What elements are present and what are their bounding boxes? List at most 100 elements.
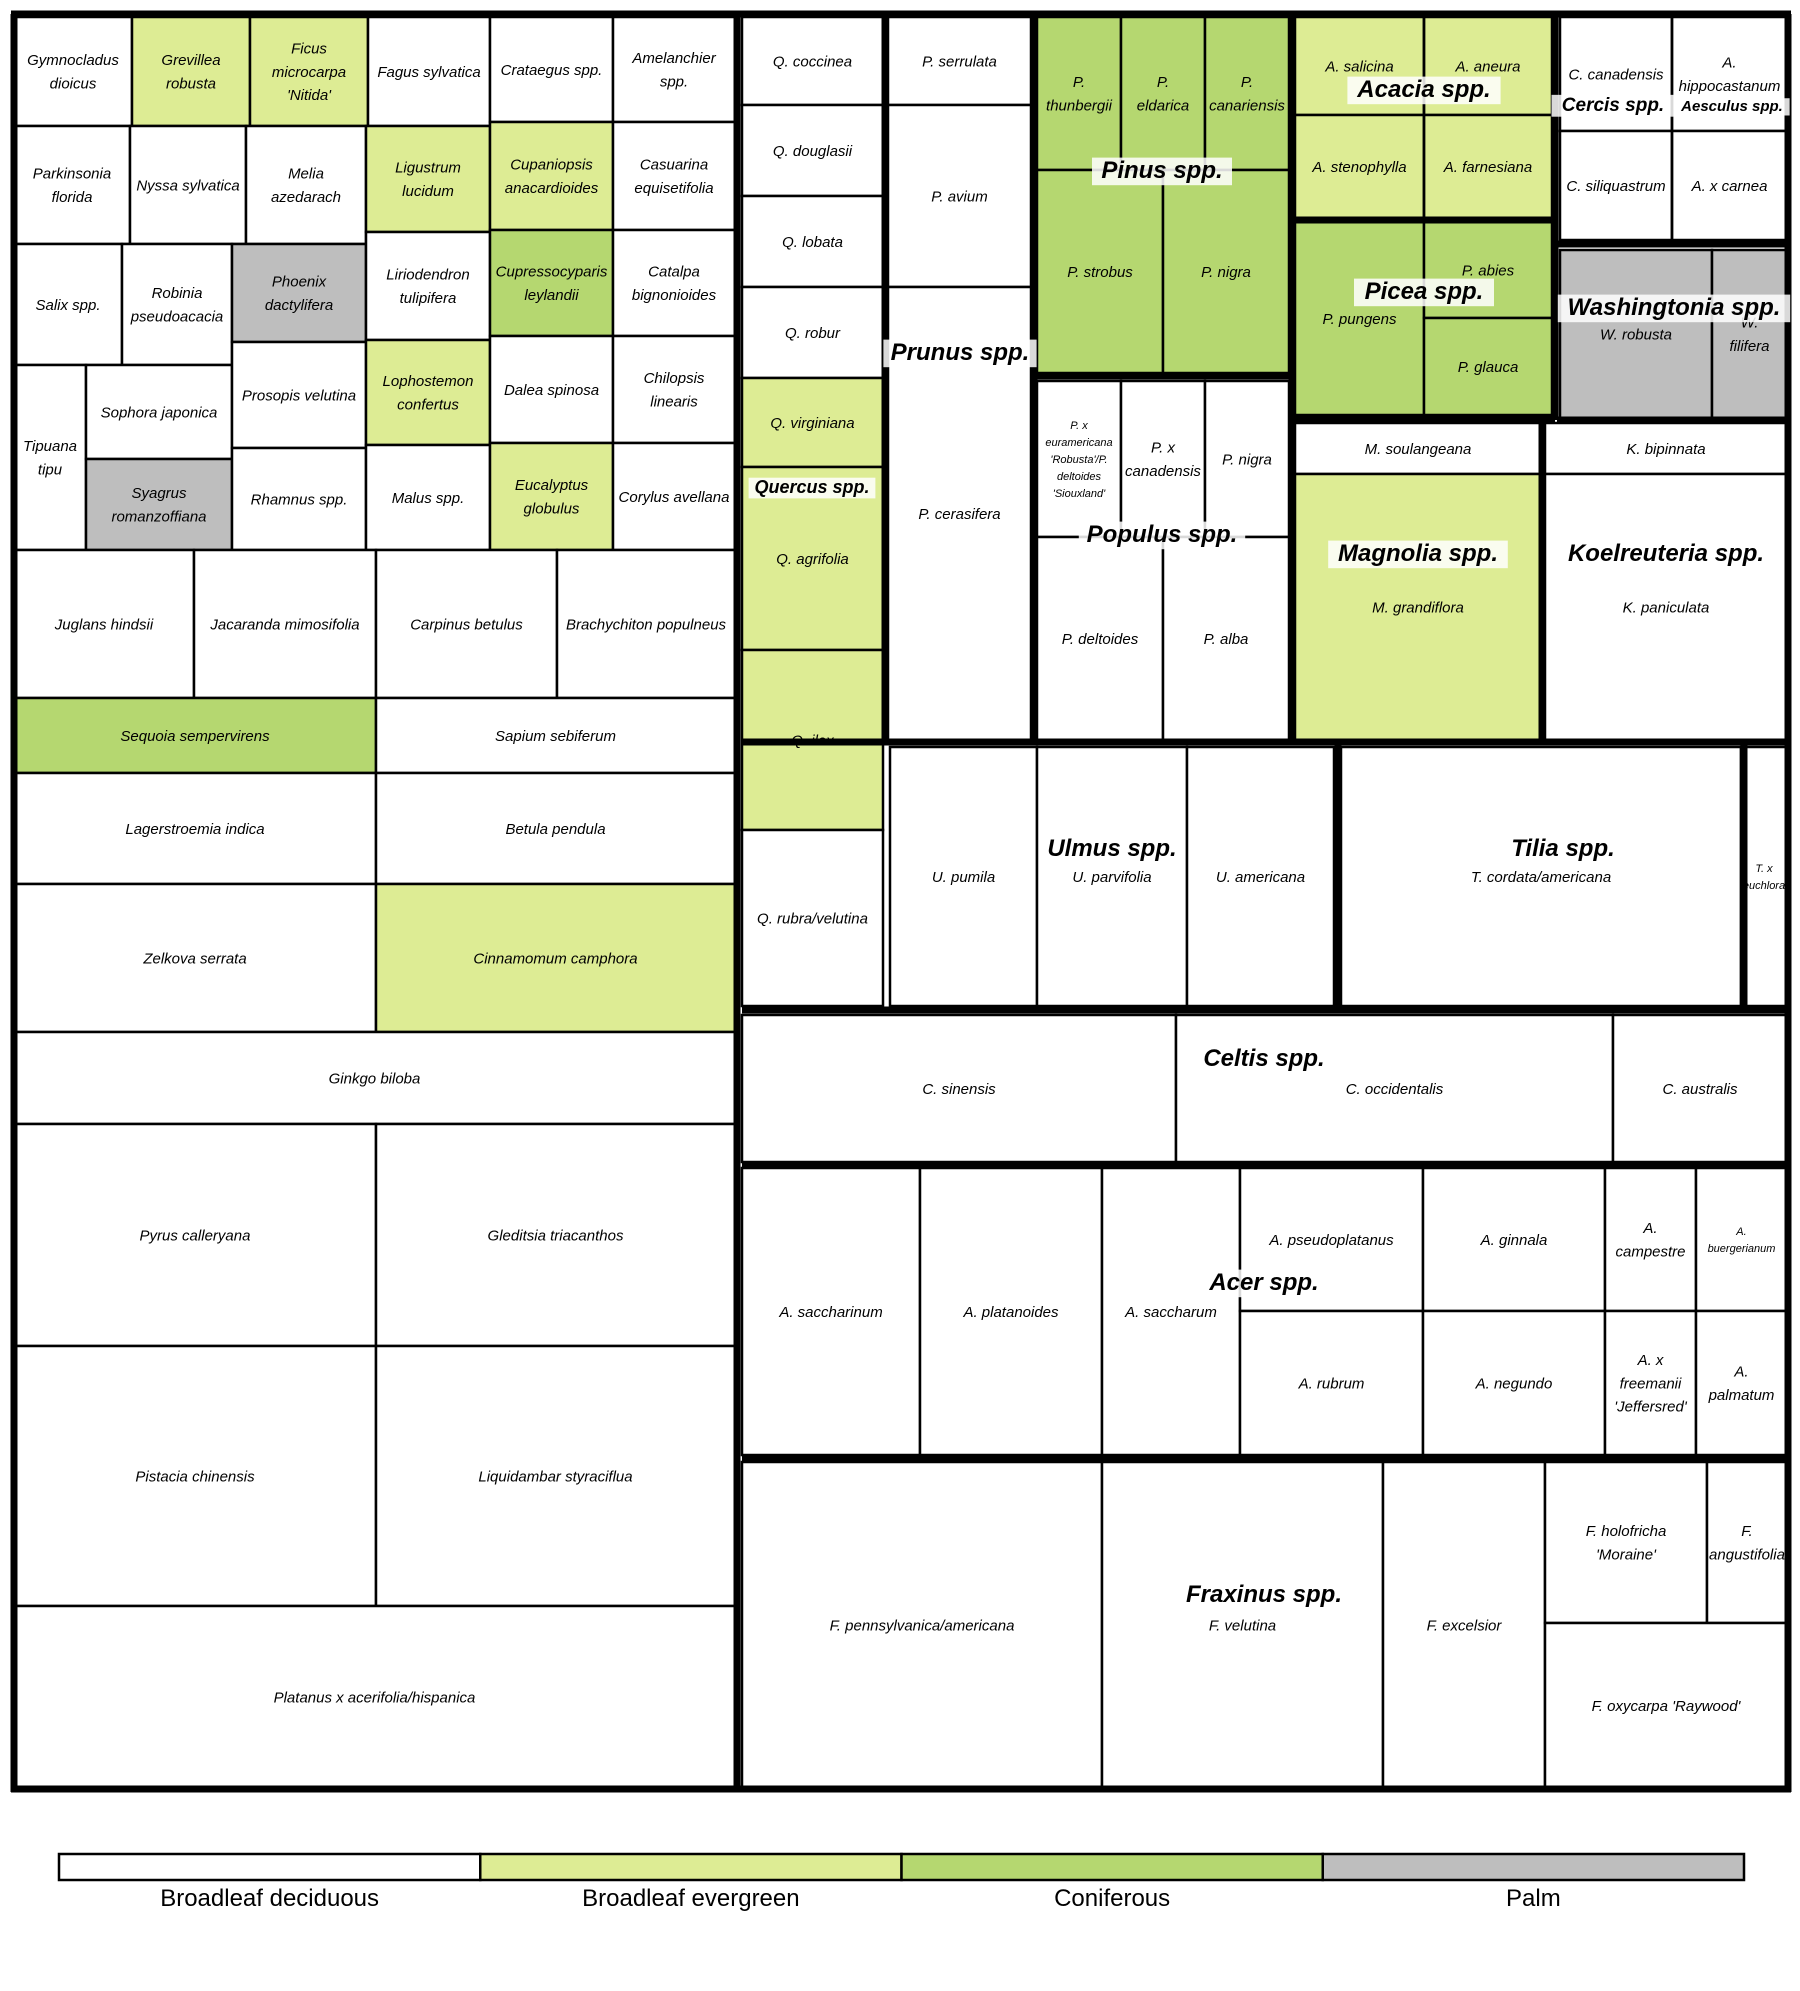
cell-fill bbox=[1421, 1309, 1607, 1457]
species-cell-malus-spp: Malus spp. bbox=[364, 443, 492, 552]
species-label: Q. virginiana bbox=[770, 415, 854, 432]
cell-fill bbox=[1035, 745, 1189, 1008]
genus-label-quercus-spp: Quercus spp. bbox=[748, 477, 876, 499]
genus-label-bg bbox=[1042, 835, 1182, 864]
cell-fill bbox=[12, 882, 378, 1034]
species-label: P.canariensis bbox=[1209, 74, 1285, 114]
genus-label-text: Cercis spp. bbox=[1562, 95, 1664, 116]
species-cell-u-americana: U. americana bbox=[1185, 745, 1336, 1008]
legend-item-palm: Palm bbox=[1321, 1852, 1746, 1912]
cell-fill bbox=[488, 441, 615, 552]
species-cell-a-saccharinum: A. saccharinum bbox=[740, 1166, 922, 1457]
cell-fill bbox=[364, 124, 492, 234]
legend-label: Broadleaf deciduous bbox=[160, 1885, 379, 1912]
cell-fill bbox=[374, 1122, 737, 1348]
genus-label-bg bbox=[1354, 278, 1494, 307]
species-label: F. holofricha'Moraine' bbox=[1586, 1523, 1667, 1563]
species-cell-c-occidentalis: C. occidentalis bbox=[1174, 1013, 1615, 1164]
species-label: Liquidambar styraciflua bbox=[478, 1468, 632, 1485]
species-label: Gleditsia triacanthos bbox=[488, 1227, 624, 1244]
cell-fill bbox=[1293, 113, 1426, 220]
species-label: C. occidentalis bbox=[1346, 1081, 1444, 1098]
cell-fill bbox=[1119, 15, 1207, 172]
genus-dividers bbox=[10, 10, 1792, 1793]
cell-fill bbox=[740, 1013, 1178, 1164]
legend-swatch bbox=[900, 1852, 1324, 1882]
cell-fill bbox=[740, 828, 885, 1008]
cell-fill bbox=[1119, 379, 1207, 539]
genus-label-acacia-spp: Acacia spp. bbox=[1347, 76, 1501, 105]
genus-label-picea-spp: Picea spp. bbox=[1354, 278, 1494, 307]
cell-fill bbox=[488, 228, 615, 338]
species-cell-a-palmatum: A.palmatum bbox=[1694, 1309, 1789, 1457]
cell-fill bbox=[740, 103, 885, 198]
species-cell-f-velutina: F. velutina bbox=[1100, 1460, 1385, 1790]
species-cell-a-x-carnea: A. x carnea bbox=[1670, 129, 1789, 242]
cell-fill bbox=[1422, 316, 1554, 417]
genus-label-bg bbox=[1557, 294, 1791, 323]
species-label: Fagus sylvatica bbox=[377, 64, 480, 81]
species-label: U. americana bbox=[1216, 869, 1305, 886]
genus-label-text: Populus spp. bbox=[1087, 521, 1238, 548]
cell-fill bbox=[244, 124, 368, 246]
genus-label-bg bbox=[748, 477, 876, 499]
genus-label-bg bbox=[1549, 540, 1783, 569]
genus-label-bg bbox=[1187, 1045, 1341, 1074]
species-cell-a-negundo: A. negundo bbox=[1421, 1309, 1607, 1457]
species-label: U. pumila bbox=[932, 869, 995, 886]
species-label: A. platanoides bbox=[962, 1304, 1059, 1321]
species-label: Pyrus calleryana bbox=[140, 1227, 251, 1244]
species-label: Carpinus betulus bbox=[410, 616, 523, 633]
species-cell-a-farnesiana: A. farnesiana bbox=[1422, 113, 1554, 220]
species-cell-a-ginnala: A. ginnala bbox=[1421, 1166, 1607, 1313]
genus-label-fraxinus-spp: Fraxinus spp. bbox=[1174, 1581, 1354, 1610]
cell-fill bbox=[84, 363, 234, 461]
cell-fill bbox=[374, 1344, 737, 1608]
species-label: Juglans hindsii bbox=[54, 616, 154, 633]
species-label: A.campestre bbox=[1615, 1220, 1685, 1260]
genus-label-bg bbox=[1347, 76, 1501, 105]
genus-label-prunus-spp: Prunus spp. bbox=[883, 339, 1037, 368]
species-cell-p-strobus: P. strobus bbox=[1035, 168, 1165, 375]
cell-fill bbox=[12, 696, 378, 775]
species-label: A.palmatum bbox=[1708, 1364, 1775, 1404]
legend-item-coniferous: Coniferous bbox=[900, 1852, 1324, 1912]
species-label: A.buergerianum bbox=[1708, 1226, 1776, 1255]
species-label: A.hippocastanum bbox=[1679, 55, 1781, 95]
legend-item-broadleaf-evergreen: Broadleaf evergreen bbox=[479, 1852, 903, 1912]
genus-labels: Quercus spp.Prunus spp.Pinus spp.Populus… bbox=[748, 76, 1791, 1610]
species-cell-k-bipinnata: K. bipinnata bbox=[1543, 421, 1789, 476]
species-cell-f-holofricha-moraine: F. holofricha'Moraine' bbox=[1543, 1460, 1709, 1625]
species-cell-p-eldarica: P.eldarica bbox=[1119, 15, 1207, 172]
legend-swatch bbox=[1321, 1852, 1746, 1882]
species-cell-sequoia-sempervirens: Sequoia sempervirens bbox=[12, 696, 378, 775]
genus-label-ulmus-spp: Ulmus spp. bbox=[1042, 835, 1182, 864]
genus-label-celtis-spp: Celtis spp. bbox=[1187, 1045, 1341, 1074]
species-label: M. soulangeana bbox=[1365, 441, 1472, 458]
genus-label-text: Acacia spp. bbox=[1356, 76, 1490, 103]
species-label: F. oxycarpa 'Raywood' bbox=[1592, 1698, 1742, 1715]
species-cell-sophora-japonica: Sophora japonica bbox=[84, 363, 234, 461]
genus-label-bg bbox=[1493, 835, 1633, 864]
species-label: A. stenophylla bbox=[1311, 159, 1406, 176]
cell-fill bbox=[1421, 1166, 1607, 1313]
species-label: Sophora japonica bbox=[101, 404, 218, 421]
species-label: Zelkova serrata bbox=[142, 950, 246, 967]
species-label: P. glauca bbox=[1458, 359, 1519, 376]
